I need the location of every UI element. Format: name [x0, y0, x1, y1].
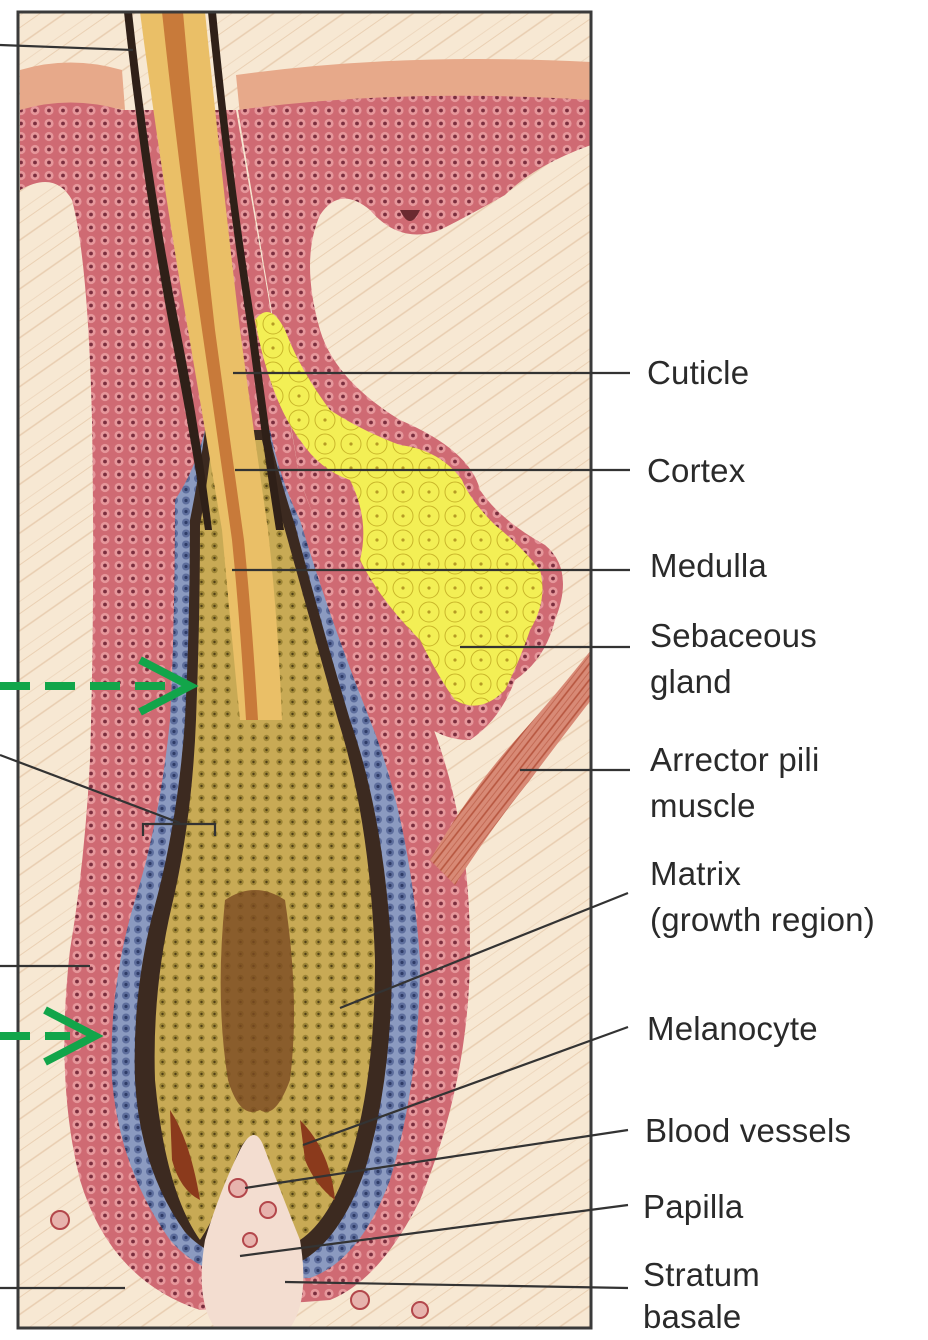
melanin-area	[221, 890, 294, 1112]
tissue-section	[18, 12, 591, 1328]
